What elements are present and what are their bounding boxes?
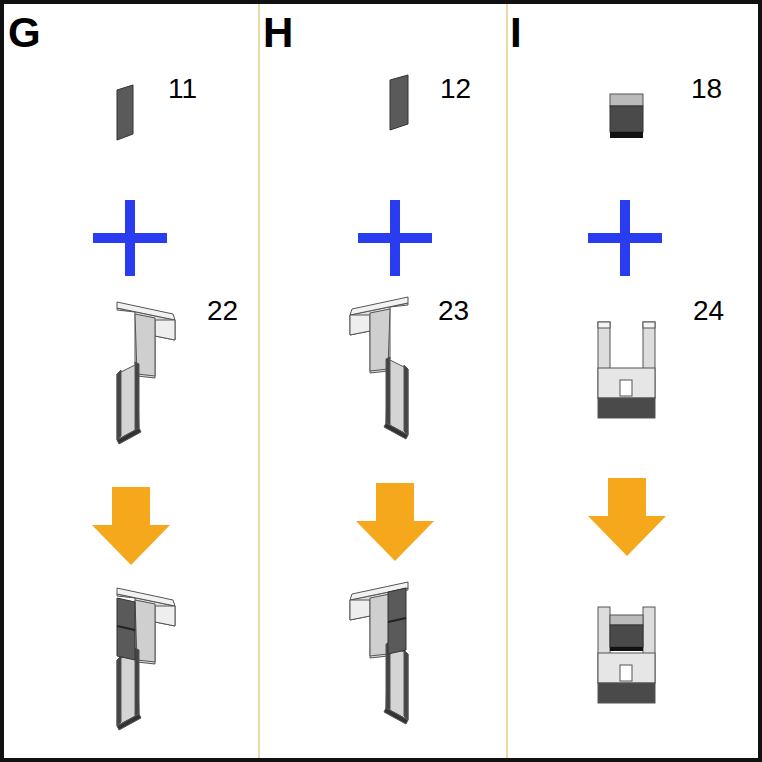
panel-letter: H <box>263 12 293 54</box>
callout-number: 12 <box>440 75 471 103</box>
panel-letter: I <box>510 12 522 54</box>
panel-letter: G <box>8 12 41 54</box>
callout-number: 18 <box>691 75 722 103</box>
callout-number: 11 <box>168 75 197 103</box>
callout-number: 23 <box>438 297 469 325</box>
callout-number: 24 <box>693 297 724 325</box>
callout-number: 22 <box>207 297 238 325</box>
